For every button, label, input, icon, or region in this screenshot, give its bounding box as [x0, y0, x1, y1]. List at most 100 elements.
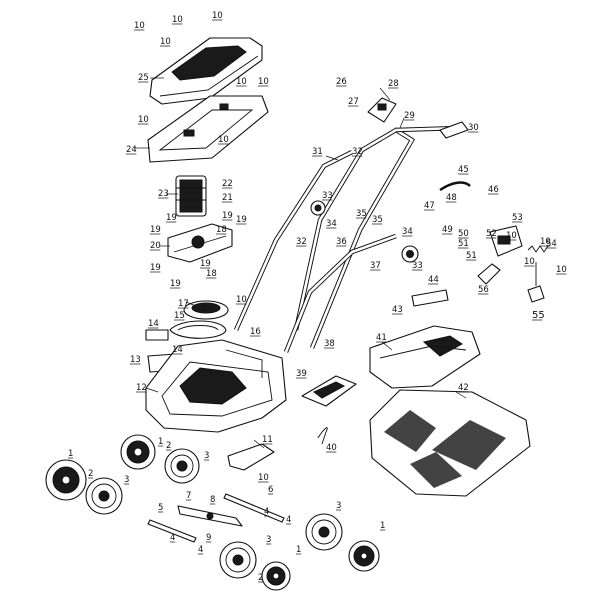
callout-46: 46: [488, 185, 499, 195]
part-53-switch-block: [489, 225, 523, 257]
callout-37: 37: [370, 261, 381, 271]
part-42-grass-catcher: [369, 389, 531, 497]
part-40-cable-clip: [317, 427, 328, 445]
callout-1-2: 1: [158, 437, 163, 447]
callout-43: 43: [392, 305, 403, 315]
callout-10-6: 10: [258, 77, 269, 87]
callout-14-2: 14: [172, 345, 183, 355]
callout-18: 18: [216, 225, 227, 235]
callout-18-2: 18: [206, 269, 217, 279]
callout-14: 14: [148, 319, 159, 329]
callout-50: 50: [458, 229, 469, 239]
wheel-rear-right-tread: [164, 448, 200, 484]
part-43-carry-handle: [411, 289, 449, 307]
callout-7: 7: [186, 491, 191, 501]
wheel-rear-left-tread: [85, 477, 123, 515]
callout-9: 9: [206, 533, 211, 543]
part-41-grass-box-top: [369, 325, 481, 389]
part-28-switch-box: [367, 97, 397, 123]
wheel-front-left-hub: [261, 561, 291, 591]
callout-16: 16: [250, 327, 261, 337]
callout-4-4: 4: [286, 515, 291, 525]
callout-23: 23: [158, 189, 169, 199]
callout-4-3: 4: [264, 507, 269, 517]
callout-38: 38: [324, 339, 335, 349]
callout-10-5: 10: [236, 77, 247, 87]
callout-54: 54: [546, 239, 557, 249]
callout-35-2: 35: [372, 215, 383, 225]
part-37-lower-handle: [283, 233, 397, 353]
part-5-axle: [147, 519, 197, 543]
callout-21: 21: [222, 193, 233, 203]
callout-12: 12: [136, 383, 147, 393]
callout-45: 45: [458, 165, 469, 175]
part-6-axle: [223, 493, 285, 523]
callout-19-7: 19: [200, 259, 211, 269]
callout-51-2: 51: [466, 251, 477, 261]
callout-11: 11: [262, 435, 273, 445]
part-55-plug: [527, 262, 545, 303]
part-45-trigger: [439, 181, 471, 192]
callout-10-4: 10: [160, 37, 171, 47]
callout-1-4: 1: [296, 545, 301, 555]
callout-19-6: 19: [170, 279, 181, 289]
callout-13: 13: [130, 355, 141, 365]
callout-19-2: 19: [166, 213, 177, 223]
callout-22: 22: [222, 179, 233, 189]
callout-41: 41: [376, 333, 387, 343]
callout-40: 40: [326, 443, 337, 453]
callout-10-10: 10: [258, 473, 269, 483]
callout-3: 3: [124, 475, 129, 485]
callout-53: 53: [512, 213, 523, 223]
callout-10-13: 10: [524, 257, 535, 267]
callout-36: 36: [336, 237, 347, 247]
part-23-motor: [175, 175, 207, 217]
callout-10-3: 10: [212, 11, 223, 21]
part-12-mower-deck: [145, 339, 287, 433]
part-25-top-cover: [149, 37, 263, 105]
callout-49: 49: [442, 225, 453, 235]
part-56-cable-strain: [477, 263, 501, 285]
callout-47: 47: [424, 201, 435, 211]
part-30-lever: [439, 121, 469, 139]
part-11-rear-flap: [227, 443, 275, 471]
callout-10-12: 10: [540, 237, 551, 247]
wheel-front-left: [219, 541, 257, 579]
callout-4-2: 4: [198, 545, 203, 555]
callout-32: 32: [352, 147, 363, 157]
callout-10-11: 10: [506, 231, 517, 241]
wheel-front-right-hub: [348, 540, 380, 572]
wheel-front-right: [305, 513, 343, 551]
callout-30: 30: [468, 123, 479, 133]
callout-25: 25: [138, 73, 149, 83]
callout-10-7: 10: [138, 115, 149, 125]
callout-27: 27: [348, 97, 359, 107]
callout-19-5: 19: [150, 263, 161, 273]
callout-1-3: 1: [380, 521, 385, 531]
callout-6: 6: [268, 485, 273, 495]
callout-2: 2: [88, 469, 93, 479]
callout-26: 26: [336, 77, 347, 87]
callout-24: 24: [126, 145, 137, 155]
callout-5: 5: [158, 503, 163, 513]
callout-28: 28: [388, 79, 399, 89]
callout-42: 42: [458, 383, 469, 393]
callout-44: 44: [428, 275, 439, 285]
callout-2-2: 2: [166, 441, 171, 451]
callout-52: 52: [486, 229, 497, 239]
part-31-left-handle: [233, 149, 354, 331]
callout-35: 35: [356, 209, 367, 219]
callout-8: 8: [210, 495, 215, 505]
callout-56: 56: [478, 285, 489, 295]
callout-10-14: 10: [556, 265, 567, 275]
part-8-blade: [177, 505, 243, 527]
callout-55: 55: [532, 310, 545, 321]
callout-10: 10: [134, 21, 145, 31]
callout-2-3: 2: [258, 573, 263, 583]
part-54-spring: [527, 245, 549, 253]
callout-3-3: 3: [336, 501, 341, 511]
callout-17: 17: [178, 299, 189, 309]
callout-32-2: 32: [296, 237, 307, 247]
